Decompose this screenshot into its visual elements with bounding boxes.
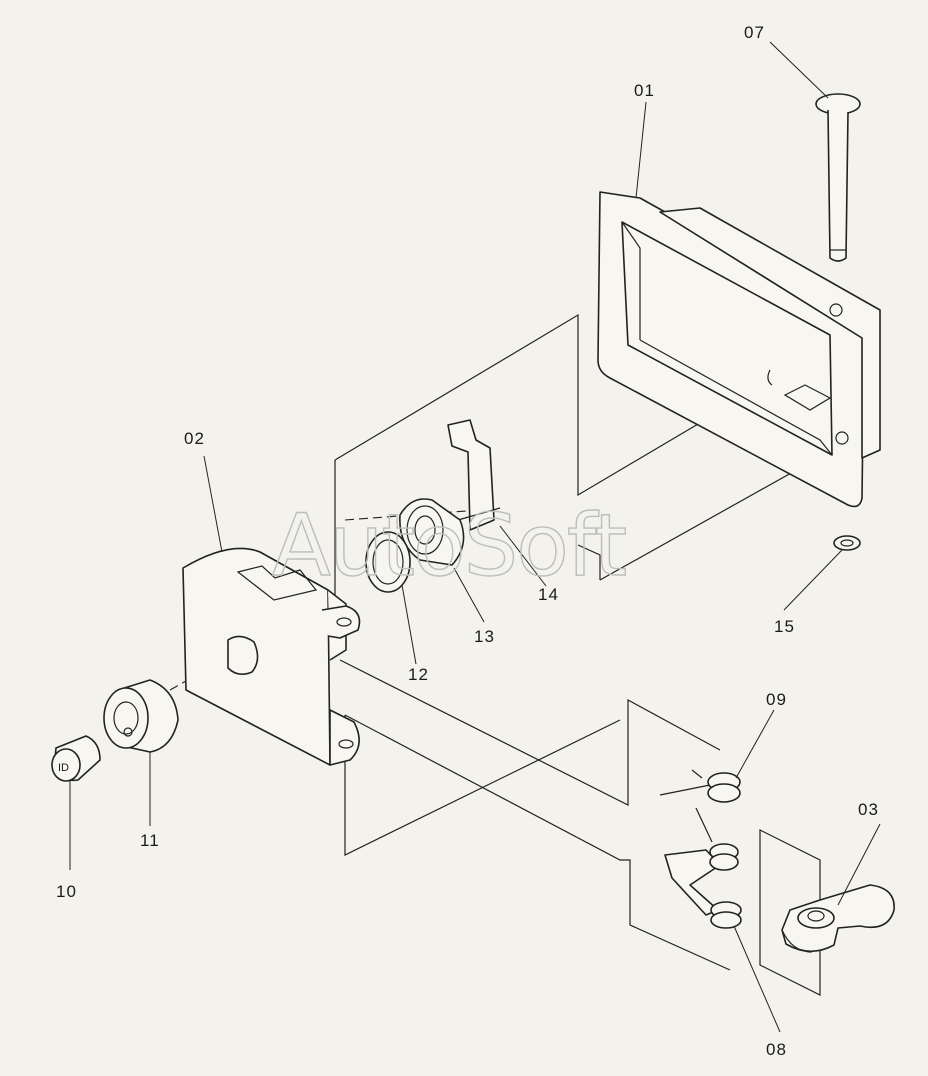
part-12-washer xyxy=(365,531,411,593)
callout-15: 15 xyxy=(774,617,795,636)
part-11-lock-cylinder xyxy=(103,679,179,753)
callout-11: 11 xyxy=(140,831,160,850)
callout-09: 09 xyxy=(766,690,787,709)
spring-bracket xyxy=(664,843,739,916)
watermark: AutoSoft xyxy=(272,496,626,596)
part-10-key-cap: ID xyxy=(51,735,101,782)
callout-leaders xyxy=(69,41,881,1033)
callout-02: 02 xyxy=(184,429,205,448)
callout-labels: 01 02 03 07 08 09 10 11 12 13 14 15 xyxy=(56,23,879,1059)
part-02-lock-case xyxy=(182,547,361,766)
callout-03: 03 xyxy=(858,800,879,819)
callout-01: 01 xyxy=(634,81,655,100)
part-15-clip xyxy=(833,535,861,551)
part-01-housing xyxy=(597,191,881,508)
part-07-pin xyxy=(815,93,861,262)
callout-12: 12 xyxy=(408,665,429,684)
callout-10: 10 xyxy=(56,882,77,901)
part-03-lever xyxy=(781,884,895,953)
callout-07: 07 xyxy=(744,23,765,42)
part-13-nut xyxy=(399,498,465,566)
svg-text:ID: ID xyxy=(58,762,69,774)
callout-14: 14 xyxy=(538,585,559,604)
part-09-spring xyxy=(659,769,741,843)
callout-13: 13 xyxy=(474,627,495,646)
part-08-spring xyxy=(710,901,742,929)
part-14-latch-plate xyxy=(447,419,501,531)
callout-08: 08 xyxy=(766,1040,787,1059)
